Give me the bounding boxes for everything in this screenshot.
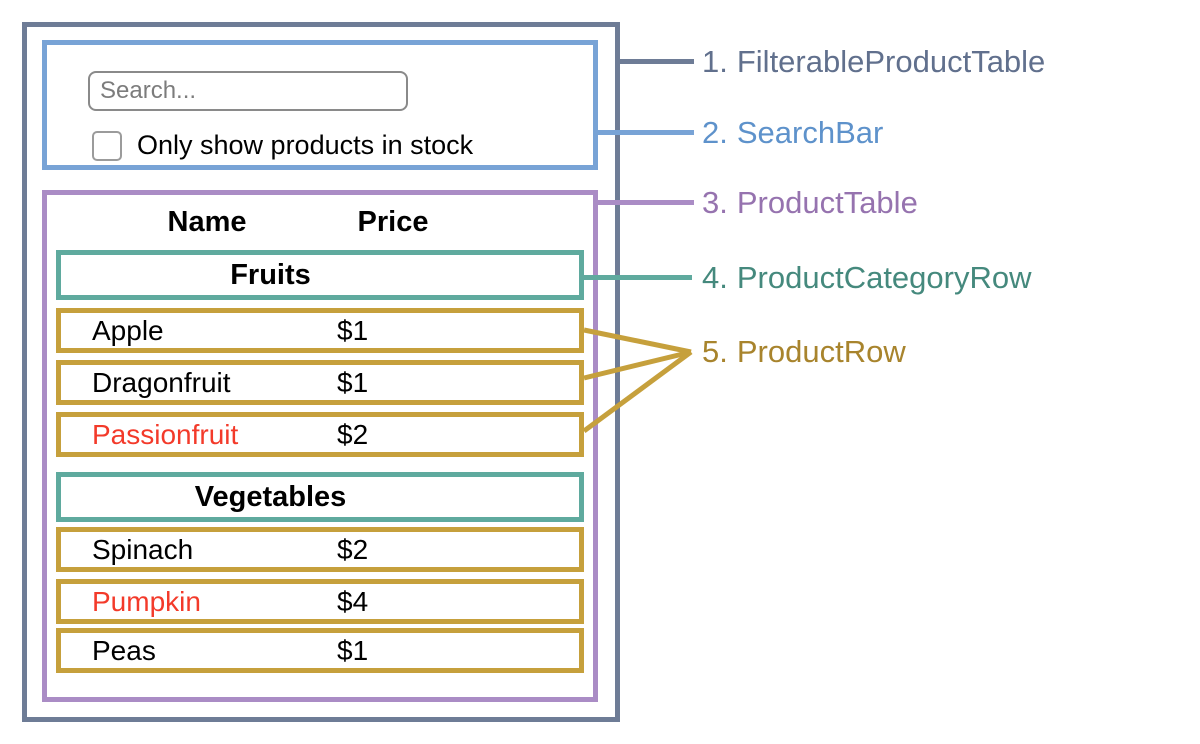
connector-line-product-category-row [582, 275, 692, 280]
stock-checkbox-label: Only show products in stock [137, 130, 474, 160]
annotation-number: 3. [702, 185, 728, 220]
connector-line-product-table [596, 200, 694, 205]
category-row-vegetables: Vegetables [56, 472, 584, 522]
annotation-text: SearchBar [736, 115, 884, 150]
product-name: Apple [92, 314, 164, 346]
annotation-text: ProductCategoryRow [736, 260, 1032, 295]
product-name: Pumpkin [92, 585, 201, 617]
product-row-peas: Peas $1 [56, 628, 584, 673]
stock-filter-row: Only show products in stock [92, 130, 473, 161]
product-name: Passionfruit [92, 418, 239, 450]
stock-checkbox[interactable] [92, 130, 122, 161]
annotation-product-row: 5. ProductRow [702, 334, 906, 370]
annotation-number: 2. [702, 115, 728, 150]
product-row-spinach: Spinach $2 [56, 527, 584, 572]
annotation-number: 4. [702, 260, 728, 295]
product-name: Spinach [92, 533, 194, 565]
annotation-text: FilterableProductTable [736, 44, 1046, 79]
product-row-apple: Apple $1 [56, 308, 584, 353]
product-price: $2 [337, 418, 369, 450]
product-price: $1 [337, 314, 369, 346]
category-label: Fruits [230, 258, 311, 291]
product-row-dragonfruit: Dragonfruit $1 [56, 360, 584, 405]
price-column-header: Price [357, 206, 429, 238]
search-input[interactable] [88, 71, 408, 111]
product-name: Dragonfruit [92, 366, 231, 398]
product-row-passionfruit: Passionfruit $2 [56, 412, 584, 457]
annotation-product-category-row: 4. ProductCategoryRow [702, 260, 1032, 296]
product-row-pumpkin: Pumpkin $4 [56, 579, 584, 624]
annotation-number: 1. [702, 44, 728, 79]
category-row-fruits: Fruits [56, 250, 584, 300]
table-header-row: Name Price [92, 206, 449, 239]
product-price: $1 [337, 366, 369, 398]
annotation-product-table: 3. ProductTable [702, 185, 918, 221]
product-price: $4 [337, 585, 369, 617]
category-label: Vegetables [194, 480, 347, 513]
annotation-filterable-product-table: 1. FilterableProductTable [702, 44, 1045, 80]
product-price: $1 [337, 634, 369, 666]
name-column-header: Name [167, 206, 247, 238]
annotation-number: 5. [702, 334, 728, 369]
annotation-text: ProductRow [736, 334, 906, 369]
product-name: Peas [92, 634, 156, 666]
annotation-search-bar: 2. SearchBar [702, 115, 883, 151]
annotation-text: ProductTable [736, 185, 918, 220]
connector-line-search-bar [596, 130, 694, 135]
product-price: $2 [337, 533, 369, 565]
connector-line-filterable-product-table [617, 59, 694, 64]
